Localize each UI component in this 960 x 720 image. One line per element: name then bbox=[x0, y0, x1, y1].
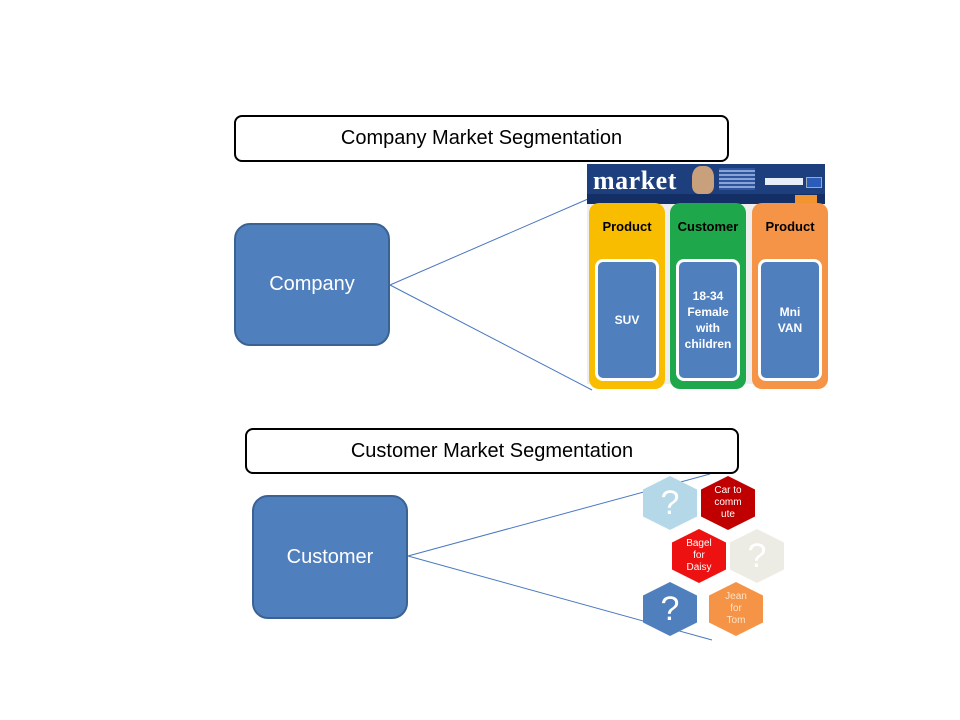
segment-column-header: Product bbox=[765, 219, 815, 234]
banner-blurb bbox=[719, 168, 755, 190]
hexagon-label: Bagel for Daisy bbox=[686, 538, 712, 573]
segment-column-header: Customer bbox=[677, 219, 739, 234]
hexagon-label: ? bbox=[660, 484, 680, 522]
customer-node[interactable]: Customer bbox=[252, 495, 408, 619]
segment-column-product-2: Product Mni VAN bbox=[752, 203, 828, 389]
segment-column-header: Product bbox=[602, 219, 652, 234]
segment-value: SUV bbox=[614, 313, 640, 327]
segment-value-box: 18-34 Female with children bbox=[676, 259, 740, 381]
segment-value: Mni VAN bbox=[777, 305, 803, 335]
company-segmentation-title: Company Market Segmentation bbox=[234, 115, 729, 162]
hexagon-car-to-commute: Car to comm ute bbox=[701, 476, 755, 530]
banner-person-image bbox=[692, 166, 714, 194]
market-website-banner: market bbox=[587, 164, 825, 204]
segment-column-customer: Customer 18-34 Female with children bbox=[670, 203, 746, 389]
segment-column-product-1: Product SUV bbox=[589, 203, 665, 389]
hexagon-label: Car to comm ute bbox=[714, 485, 742, 520]
segment-value-box: SUV bbox=[595, 259, 659, 381]
company-node[interactable]: Company bbox=[234, 223, 390, 346]
customer-node-label: Customer bbox=[286, 545, 374, 568]
hexagon-unknown-3: ? bbox=[643, 582, 697, 636]
hexagon-unknown-1: ? bbox=[643, 476, 697, 530]
hexagon-unknown-2: ? bbox=[730, 529, 784, 583]
hexagon-bagel-for-daisy: Bagel for Daisy bbox=[672, 529, 726, 583]
hexagon-label: ? bbox=[747, 537, 767, 575]
segment-value: 18-34 Female with children bbox=[684, 289, 732, 351]
market-logo: market bbox=[593, 166, 677, 195]
banner-search-button bbox=[806, 177, 822, 188]
banner-nav-bar bbox=[587, 194, 825, 204]
hexagon-label: Jean for Tom bbox=[725, 591, 747, 626]
customer-segmentation-title: Customer Market Segmentation bbox=[245, 428, 739, 474]
connector-company-top bbox=[389, 198, 589, 286]
segment-value-box: Mni VAN bbox=[758, 259, 822, 381]
connector-company-bottom bbox=[389, 284, 593, 391]
banner-nav-tab bbox=[795, 195, 817, 203]
hexagon-jean-for-tom: Jean for Tom bbox=[709, 582, 763, 636]
company-node-label: Company bbox=[269, 273, 355, 295]
banner-search-input bbox=[765, 178, 803, 185]
hexagon-label: ? bbox=[660, 590, 680, 628]
